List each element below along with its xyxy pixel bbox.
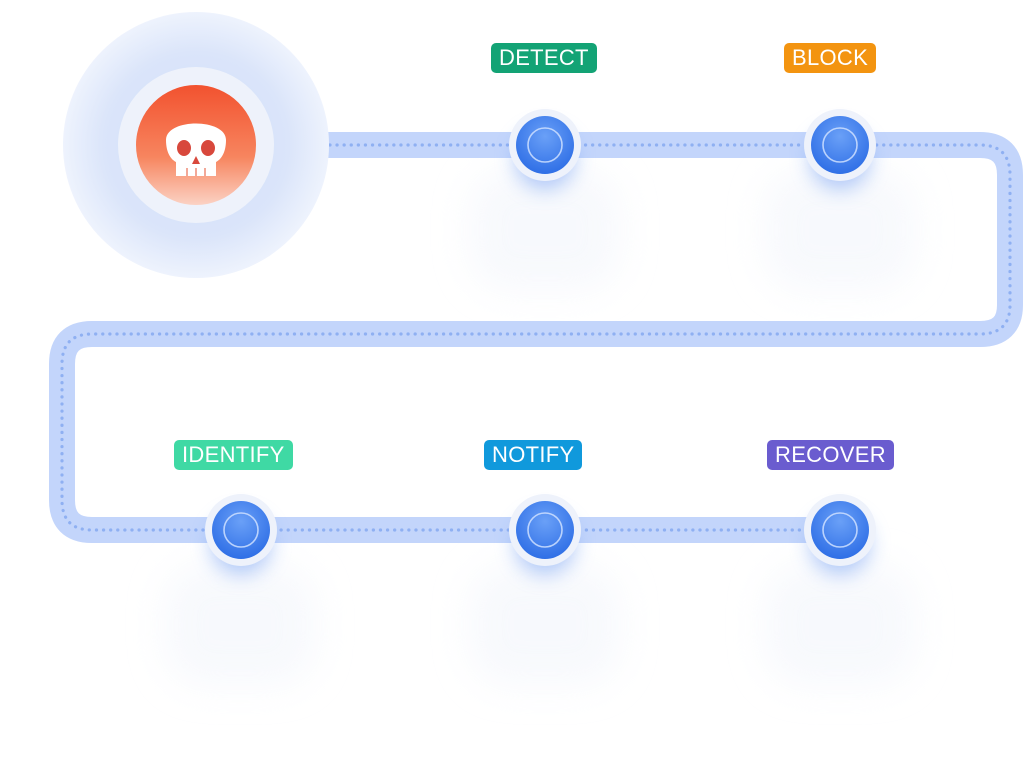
recover-shadow [765, 565, 915, 685]
node-recover [804, 494, 876, 574]
node-detect [509, 109, 581, 189]
circle-node-icon [822, 512, 858, 548]
node-core-identify [212, 501, 270, 559]
flow-track-dots [60, 143, 1012, 532]
notify-shadow [470, 565, 620, 685]
node-block [804, 109, 876, 189]
circle-node-icon [223, 512, 259, 548]
identify-shadow [165, 565, 315, 685]
circle-node-icon [527, 512, 563, 548]
label-identify: IDENTIFY [174, 440, 293, 470]
skull-icon [166, 123, 226, 176]
label-detect: DETECT [491, 43, 597, 73]
circle-node-icon [822, 127, 858, 163]
node-shadows [165, 170, 915, 685]
label-notify: NOTIFY [484, 440, 583, 470]
node-core-block [811, 116, 869, 174]
node-notify [509, 494, 581, 574]
node-core-detect [516, 116, 574, 174]
circle-node-icon [527, 127, 563, 163]
label-recover: RECOVER [767, 440, 894, 470]
step-nodes [205, 109, 876, 574]
label-block: BLOCK [784, 43, 877, 73]
detect-shadow [470, 170, 620, 290]
threat-origin [63, 12, 329, 278]
node-core-recover [811, 501, 869, 559]
node-identify [205, 494, 277, 574]
node-core-notify [516, 501, 574, 559]
block-shadow [765, 170, 915, 290]
